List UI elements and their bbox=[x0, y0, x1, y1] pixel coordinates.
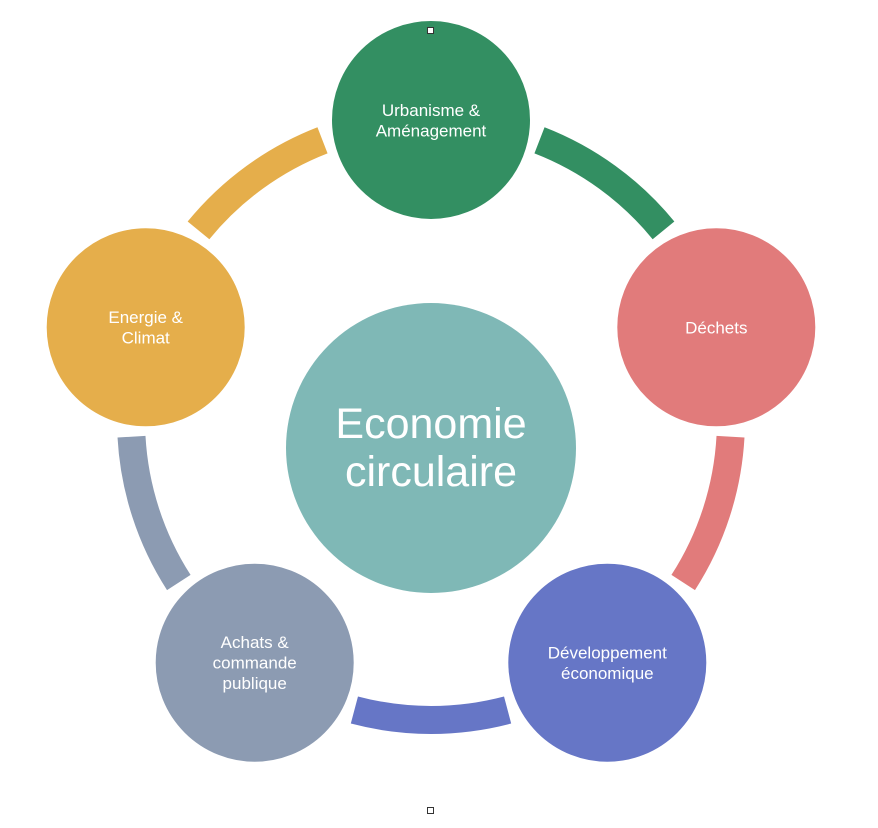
selection-handle-bottom[interactable] bbox=[427, 807, 434, 814]
connector-arc-achats bbox=[117, 435, 191, 591]
selection-handle-top[interactable] bbox=[427, 27, 434, 34]
connector-arc-urbanisme bbox=[534, 127, 675, 240]
node-circle-achats bbox=[151, 559, 358, 766]
node-label-developpement-line-2: économique bbox=[561, 664, 654, 683]
node-label-achats-line-2: commande bbox=[213, 654, 297, 673]
node-label-achats-line-1: Achats & bbox=[221, 633, 290, 652]
node-label-dechets-line-1: Déchets bbox=[685, 318, 747, 337]
center-node: Economie circulaire bbox=[286, 303, 576, 593]
connector-arcs bbox=[117, 127, 745, 734]
center-title-line-2: circulaire bbox=[345, 448, 517, 496]
node-circle-urbanisme bbox=[328, 17, 534, 223]
cycle-nodes: Urbanisme &AménagementDéchetsDéveloppeme… bbox=[42, 17, 820, 766]
node-circle-dechets bbox=[613, 224, 820, 431]
node-circle-energie bbox=[42, 224, 249, 431]
connector-arc-developpement bbox=[350, 696, 512, 734]
node-dechets[interactable]: Déchets bbox=[613, 224, 820, 431]
node-label-achats-line-3: publique bbox=[223, 674, 287, 693]
node-energie[interactable]: Energie & Climat bbox=[42, 224, 249, 431]
connector-arc-dechets bbox=[671, 435, 745, 591]
center-title-line-1: Economie bbox=[335, 400, 526, 448]
node-label-energie-line-2: Climat bbox=[122, 329, 170, 348]
center-circle bbox=[286, 303, 576, 593]
node-label-urbanisme-line-2: Aménagement bbox=[376, 121, 487, 140]
node-circle-developpement bbox=[504, 559, 711, 766]
node-label-urbanisme-line-1: Urbanisme & bbox=[382, 101, 481, 120]
connector-arc-energie bbox=[187, 127, 328, 240]
node-label-energie-line-1: Energie & bbox=[108, 308, 183, 327]
node-urbanisme[interactable]: Urbanisme &Aménagement bbox=[328, 17, 534, 223]
node-label-developpement-line-1: Développement bbox=[548, 644, 667, 663]
